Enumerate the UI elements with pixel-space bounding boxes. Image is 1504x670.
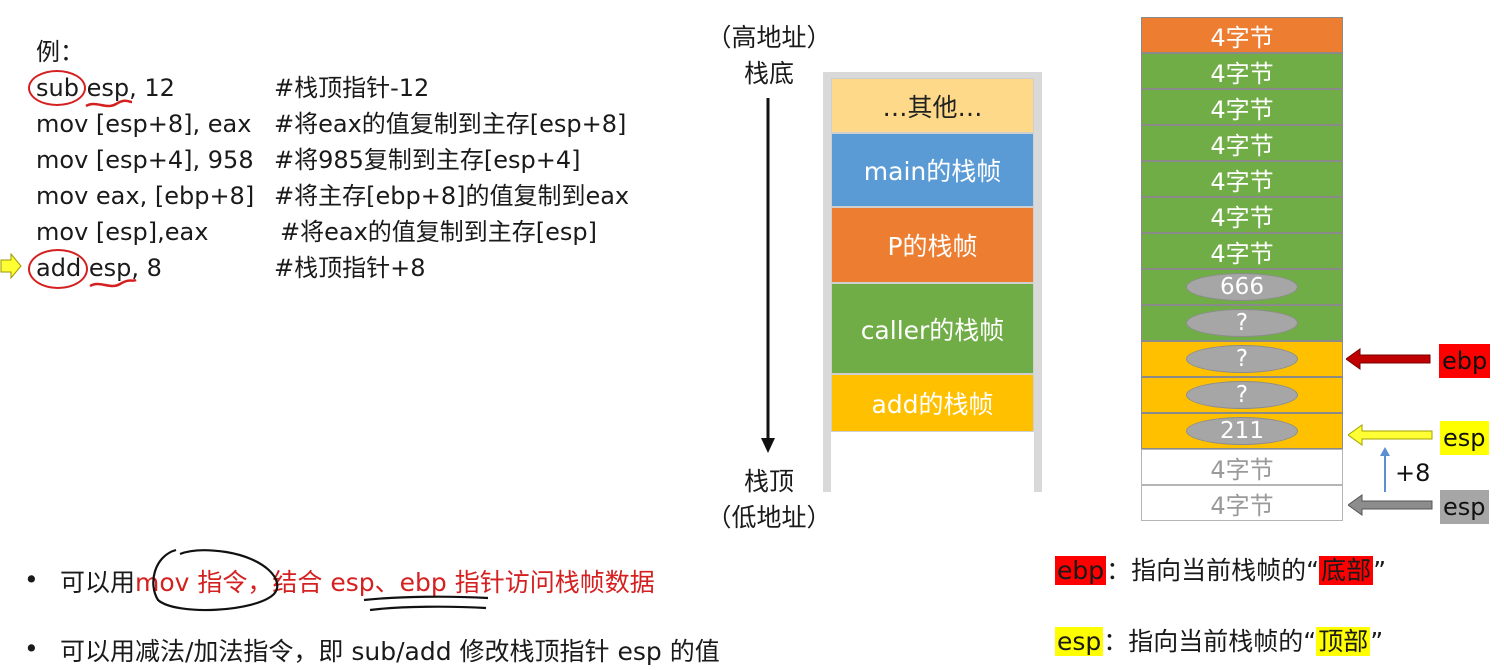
code-args: esp, 8 [88,254,162,282]
stack-wall-right [1034,72,1042,492]
bullet-1: • 可以用mov 指令，结合 esp、ebp 指针访问栈帧数据 [24,565,655,597]
bullet-dot-icon: • [24,565,39,594]
code-args: [esp+4], 958 [95,146,254,174]
offset-up-arrow [1380,447,1390,492]
memory-cell: 4字节 [1141,17,1343,53]
esp-legend-highlight: 顶部 [1316,627,1371,656]
code-comment: #将985复制到主存[esp+4] [274,146,581,174]
frame-add: add的栈帧 [831,374,1034,432]
code-op: mov [36,218,89,246]
ebp-arrow [1346,348,1431,370]
memory-cell: ? [1141,305,1343,341]
mov-circle-annotation [152,548,279,612]
bullet-dot-icon: • [24,634,39,663]
frame-main: main的栈帧 [831,133,1034,207]
memory-cell: 4字节 [1141,161,1343,197]
frame-other: …其他… [831,78,1034,133]
cell-size-label: 4字节 [1210,131,1274,160]
code-line: mov [esp+8], eax [36,106,251,142]
growth-direction-arrow [761,98,775,453]
memory-cell: 4字节 [1141,89,1343,125]
stack-wall-top [823,72,1042,78]
cell-size-label: 4字节 [1210,59,1274,88]
cell-value-oval: 211 [1186,417,1298,445]
memory-cell: 666 [1141,269,1343,305]
cell-value-oval: ? [1186,381,1298,409]
memory-cell: 4字节 [1141,125,1343,161]
bullet-2: • 可以用减法/加法指令，即 sub/add 修改栈顶指针 esp 的值 [24,634,720,666]
cell-size-label: 4字节 [1210,491,1274,520]
memory-cell: 211 [1141,413,1343,449]
code-line: mov [esp+4], 958 [36,142,254,178]
ebp-legend: ebp：指向当前栈帧的“底部” [1055,556,1387,585]
high-address-label: （高地址） [706,23,832,52]
esp-new-pointer-label: esp [1440,421,1489,455]
code-comment: #栈顶指针+8 [274,254,426,282]
memory-cell: 4字节 [1141,449,1343,485]
cell-size-label: 4字节 [1210,95,1274,124]
add-circle-annotation [28,249,88,289]
code-line: mov eax, [ebp+8] [36,178,254,214]
bullet-1-highlight: mov 指令，结合 esp、ebp 指针访问栈帧数据 [135,568,655,597]
memory-cell: ? [1141,377,1343,413]
esp-ebp-underline-annotation [363,595,489,612]
memory-cell: 4字节 [1141,197,1343,233]
stack-top-label: 栈顶 [743,467,794,496]
code-op: mov [36,146,89,174]
memory-cell: ? [1141,341,1343,377]
code-comment: #栈顶指针-12 [274,74,430,102]
cell-value-oval: 666 [1186,273,1298,301]
esp-new-arrow [1348,424,1433,446]
cell-value-oval: ? [1186,345,1298,373]
esp-legend: esp：指向当前栈帧的“顶部” [1055,627,1384,656]
esp-old-arrow [1348,494,1433,516]
esp-legend-text: ：指向当前栈帧的“ [1103,627,1317,656]
esp-legend-name: esp [1055,627,1104,656]
example-label: 例： [36,38,84,66]
cell-size-label: 4字节 [1210,455,1274,484]
cell-value-oval: ? [1186,309,1298,337]
sub-circle-annotation [28,70,86,106]
cell-size-label: 4字节 [1210,203,1274,232]
code-args: esp, 12 [86,74,175,102]
frame-caller: caller的栈帧 [831,283,1034,374]
stack-wall-left [823,72,831,492]
esp-underline-annotation [85,99,133,108]
code-line: mov [esp],eax [36,214,208,250]
ebp-pointer-label: ebp [1439,344,1491,378]
memory-cell: 4字节 [1141,485,1343,521]
code-comment: #将主存[ebp+8]的值复制到eax [274,182,630,210]
esp-old-pointer-label: esp [1440,490,1489,524]
code-comment: #将eax的值复制到主存[esp] [280,218,598,246]
offset-label: +8 [1395,459,1431,487]
memory-cell: 4字节 [1141,53,1343,89]
code-comment: #将eax的值复制到主存[esp+8] [274,110,627,138]
stack-bottom-label: 栈底 [743,59,794,88]
ebp-legend-name: ebp [1055,556,1107,585]
memory-cell: 4字节 [1141,233,1343,269]
esp-underline-annotation-2 [89,278,137,288]
ebp-legend-text: ：指向当前栈帧的“ [1106,556,1320,585]
frame-p: P的栈帧 [831,207,1034,283]
code-args: [esp+8], eax [95,110,252,138]
code-op: mov [36,110,89,138]
ebp-legend-highlight: 底部 [1319,556,1374,585]
cell-size-label: 4字节 [1210,167,1274,196]
low-address-label: （低地址） [706,503,832,532]
cell-size-label: 4字节 [1210,23,1274,52]
code-args: eax, [ebp+8] [95,182,255,210]
code-args: [esp],eax [95,218,209,246]
current-line-arrow-icon [0,253,22,279]
cell-size-label: 4字节 [1210,239,1274,268]
code-op: mov [36,182,89,210]
